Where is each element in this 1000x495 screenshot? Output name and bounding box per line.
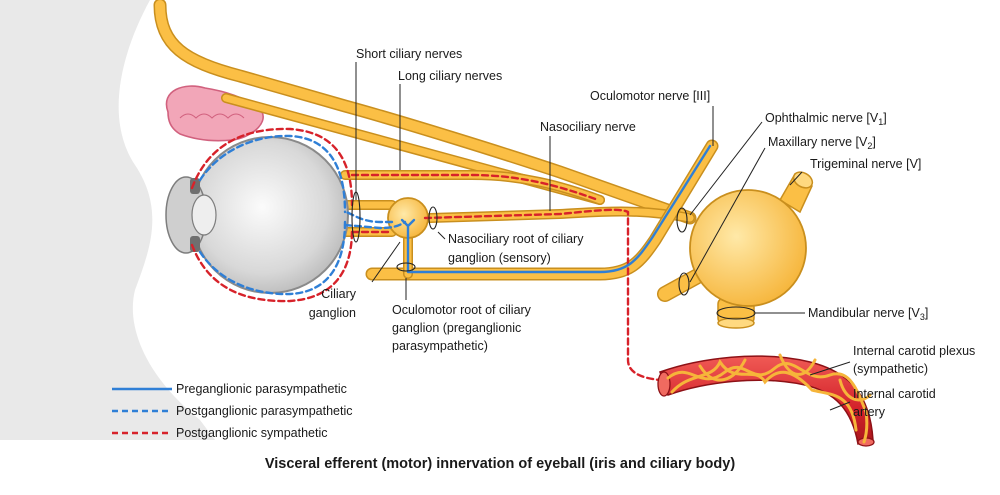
label-carotid-artery-1: Internal carotid [853, 387, 936, 401]
legend-label: Postganglionic sympathetic [176, 426, 327, 440]
eyeball [165, 136, 349, 294]
frontal-nerve [155, 0, 695, 223]
internal-carotid-artery [657, 355, 875, 447]
label-oculomotor: Oculomotor nerve [III] [590, 89, 710, 103]
label-trigeminal: Trigeminal nerve [V] [810, 157, 921, 171]
preganglionic-parasympathetic-fiber [406, 144, 712, 274]
label-maxillary: Maxillary nerve [V2] [768, 135, 876, 151]
label-mandibular: Mandibular nerve [V3] [808, 306, 928, 322]
label-nasociliary-root-2: ganglion (sensory) [448, 251, 551, 265]
postganglionic-sympathetic-long-ciliary [350, 173, 600, 202]
legend-label: Postganglionic parasympathetic [176, 404, 353, 418]
postganglionic-sympathetic-eye-lower [190, 228, 354, 303]
label-carotid-plexus-2: (sympathetic) [853, 362, 928, 376]
postganglionic-parasympathetic-eye-upper [198, 134, 347, 214]
label-nasociliary-root-1: Nasociliary root of ciliary [448, 232, 584, 246]
trigeminal-ganglion [689, 171, 814, 329]
label-oculomotor-root-2: ganglion (preganglionic [392, 321, 521, 335]
legend-item-postganglionic-sympathetic: Postganglionic sympathetic [112, 426, 327, 440]
leader-lines [355, 62, 851, 411]
postganglionic-sympathetic-nasociliary [423, 208, 662, 382]
ciliary-ganglion-synapse [400, 218, 416, 238]
label-long-ciliary: Long ciliary nerves [398, 69, 502, 83]
head-silhouette [0, 0, 215, 440]
nerve-rings [351, 191, 756, 320]
legend-item-postganglionic-parasympathetic: Postganglionic parasympathetic [112, 404, 353, 418]
internal-carotid-plexus [666, 353, 872, 444]
label-ophthalmic: Ophthalmic nerve [V1] [765, 111, 887, 127]
postganglionic-parasympathetic-eye-lower [198, 220, 347, 296]
labels: Short ciliary nerves Long ciliary nerves… [309, 47, 976, 419]
postganglionic-parasympathetic-fiber [343, 210, 394, 224]
legend-item-preganglionic-parasympathetic: Preganglionic parasympathetic [112, 382, 347, 396]
label-oculomotor-root-3: parasympathetic) [392, 339, 488, 353]
label-oculomotor-root-1: Oculomotor root of ciliary [392, 303, 532, 317]
label-ciliary-ganglion-1: Ciliary [321, 287, 356, 301]
label-carotid-artery-2: artery [853, 405, 886, 419]
caption: Visceral efferent (motor) innervation of… [265, 456, 735, 472]
legend-label: Preganglionic parasympathetic [176, 382, 347, 396]
legend: Preganglionic parasympathetic Postgangli… [112, 382, 353, 440]
lacrimal-gland-lobules [179, 113, 245, 119]
postganglionic-sympathetic-eye-upper [190, 127, 354, 207]
label-carotid-plexus-1: Internal carotid plexus [853, 344, 975, 358]
label-ciliary-ganglion-2: ganglion [309, 306, 356, 320]
label-nasociliary: Nasociliary nerve [540, 120, 636, 134]
oculomotor-nerve [367, 141, 717, 279]
label-short-ciliary: Short ciliary nerves [356, 47, 462, 61]
fiber-pathways [190, 127, 712, 382]
